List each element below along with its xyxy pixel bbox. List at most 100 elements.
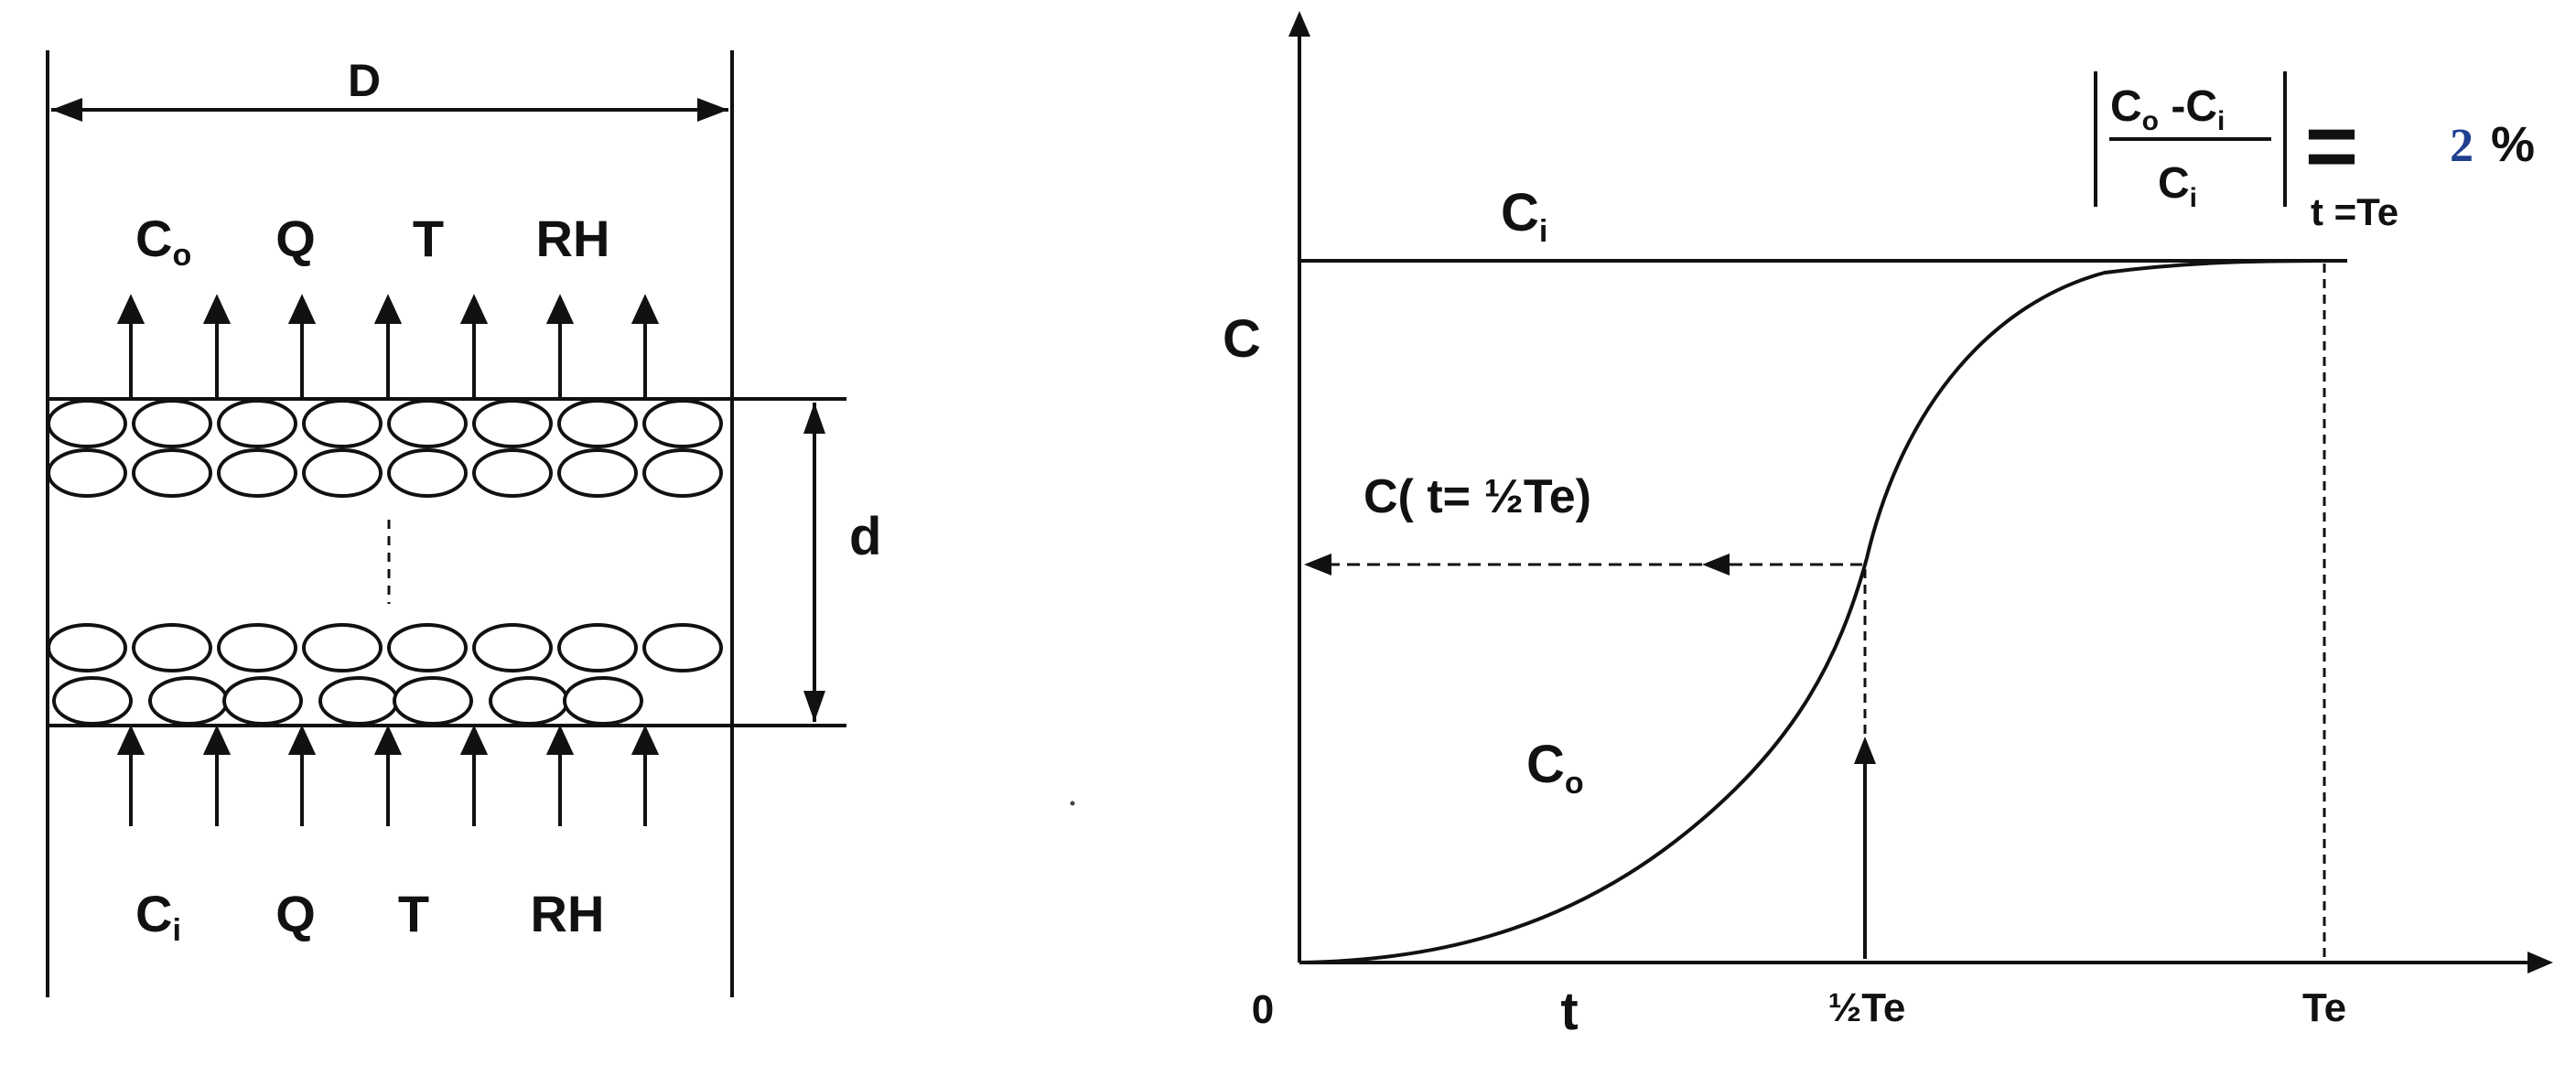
bed-particle	[132, 399, 212, 448]
inlet-concentration-subscript: i	[172, 913, 180, 948]
svg-text:Ci: Ci	[135, 885, 181, 948]
criterion-condition: t =Te	[2311, 190, 2398, 233]
x-tick-te: Te	[2302, 985, 2346, 1030]
inlet-arrowhead	[287, 725, 317, 755]
bed-particle	[387, 399, 468, 448]
bed-particle	[557, 399, 638, 448]
bed-particle	[472, 399, 553, 448]
inlet-line-label: C	[1501, 183, 1539, 242]
y-axis-label: C	[1223, 309, 1261, 369]
outlet-arrowhead	[202, 294, 232, 324]
bed-particle	[642, 623, 723, 672]
outlet-flow-label: Q	[275, 210, 316, 267]
bed-particle	[642, 399, 723, 448]
criterion-numerator-right-sub: i	[2217, 106, 2225, 136]
svg-text:Ci: Ci	[2158, 159, 2197, 213]
inlet-arrowhead	[373, 725, 403, 755]
outlet-arrowhead	[459, 294, 489, 324]
criterion-numerator-op: -C	[2159, 82, 2217, 131]
bed-particle	[472, 623, 553, 672]
bed-particle	[642, 448, 723, 498]
origin-label: 0	[1252, 987, 1274, 1032]
midpoint-arrowhead-left	[1304, 554, 1331, 576]
bed-particle	[318, 676, 399, 726]
inlet-arrowhead	[631, 725, 660, 755]
bed-particle	[387, 448, 468, 498]
bed-particle	[302, 623, 383, 672]
bed-particle	[47, 448, 127, 498]
bed-particle	[47, 623, 127, 672]
inlet-line-subscript: i	[1539, 214, 1547, 249]
criterion-denominator: C	[2158, 159, 2190, 208]
outlet-humidity-label: RH	[536, 210, 610, 267]
thickness-label: d	[849, 507, 881, 566]
bed-particle	[563, 676, 643, 726]
thickness-dimension: d	[803, 403, 881, 722]
bed-particle	[52, 676, 133, 726]
bed-particle	[472, 448, 553, 498]
inlet-arrowhead	[202, 725, 232, 755]
criterion-numerator-left-sub: o	[2142, 106, 2159, 136]
outlet-arrowhead	[373, 294, 403, 324]
bed-particle	[387, 623, 468, 672]
criterion-unit: %	[2491, 117, 2535, 172]
curve-label: C	[1526, 735, 1565, 794]
outlet-arrowhead	[116, 294, 146, 324]
bed-particle	[557, 448, 638, 498]
bed-particle	[217, 399, 297, 448]
equilibrium-criterion: Co -Ci Ci = 2 % t =Te	[2094, 71, 2535, 233]
width-dimension: D	[51, 55, 728, 122]
criterion-value: 2	[2450, 120, 2474, 172]
outlet-concentration-curve	[1299, 259, 2348, 964]
svg-text:Co: Co	[1526, 735, 1584, 801]
outlet-arrowhead	[287, 294, 317, 324]
x-axis-label: t	[1560, 982, 1578, 1041]
bed-particle	[302, 399, 383, 448]
bed-particle	[557, 623, 638, 672]
svg-text:Co -Ci: Co -Ci	[2110, 82, 2225, 136]
bed-particle	[47, 399, 127, 448]
svg-text:Co: Co	[135, 210, 191, 273]
inlet-arrowhead	[459, 725, 489, 755]
outlet-arrowhead	[545, 294, 575, 324]
curve-subscript: o	[1565, 766, 1584, 801]
outlet-arrowhead	[631, 294, 660, 324]
filter-schematic: D Co Q T RH	[46, 50, 881, 997]
inlet-temperature-label: T	[398, 885, 429, 942]
bed-particle	[132, 623, 212, 672]
half-te-arrowhead	[1854, 737, 1876, 764]
svg-text:Ci: Ci	[1501, 183, 1547, 249]
bed-particle	[148, 676, 229, 726]
outlet-concentration-label: C	[135, 210, 172, 267]
width-label: D	[348, 55, 381, 106]
bed-particle	[132, 448, 212, 498]
inlet-concentration-label: C	[135, 885, 172, 942]
x-tick-half-te: ½Te	[1828, 985, 1906, 1030]
inlet-arrows	[116, 725, 660, 826]
inlet-labels: Ci Q T RH	[135, 885, 604, 948]
bed-particle	[217, 623, 297, 672]
criterion-numerator-left: C	[2110, 82, 2142, 131]
midpoint-arrowhead-mid	[1702, 554, 1730, 576]
inlet-humidity-label: RH	[531, 885, 605, 942]
bed-particle	[489, 676, 569, 726]
outlet-temperature-label: T	[413, 210, 444, 267]
x-axis-arrowhead	[2527, 952, 2553, 974]
outlet-concentration-subscript: o	[172, 238, 191, 273]
scan-speck	[1070, 801, 1075, 806]
y-axis-arrowhead	[1288, 11, 1310, 37]
bed-particle	[393, 676, 473, 726]
inlet-arrowhead	[116, 725, 146, 755]
criterion-equals: =	[2305, 95, 2358, 198]
breakthrough-chart: C 0 t ½Te Te Ci Co C( t= ½Te) Co	[1223, 11, 2553, 1041]
inlet-flow-label: Q	[275, 885, 316, 942]
bed-particle	[217, 448, 297, 498]
bed-particle	[302, 448, 383, 498]
outlet-arrows	[116, 294, 660, 397]
inlet-arrowhead	[545, 725, 575, 755]
midpoint-label: C( t= ½Te)	[1363, 470, 1591, 523]
criterion-denominator-sub: i	[2190, 183, 2197, 213]
outlet-labels: Co Q T RH	[135, 210, 609, 273]
bed-particle	[222, 676, 303, 726]
